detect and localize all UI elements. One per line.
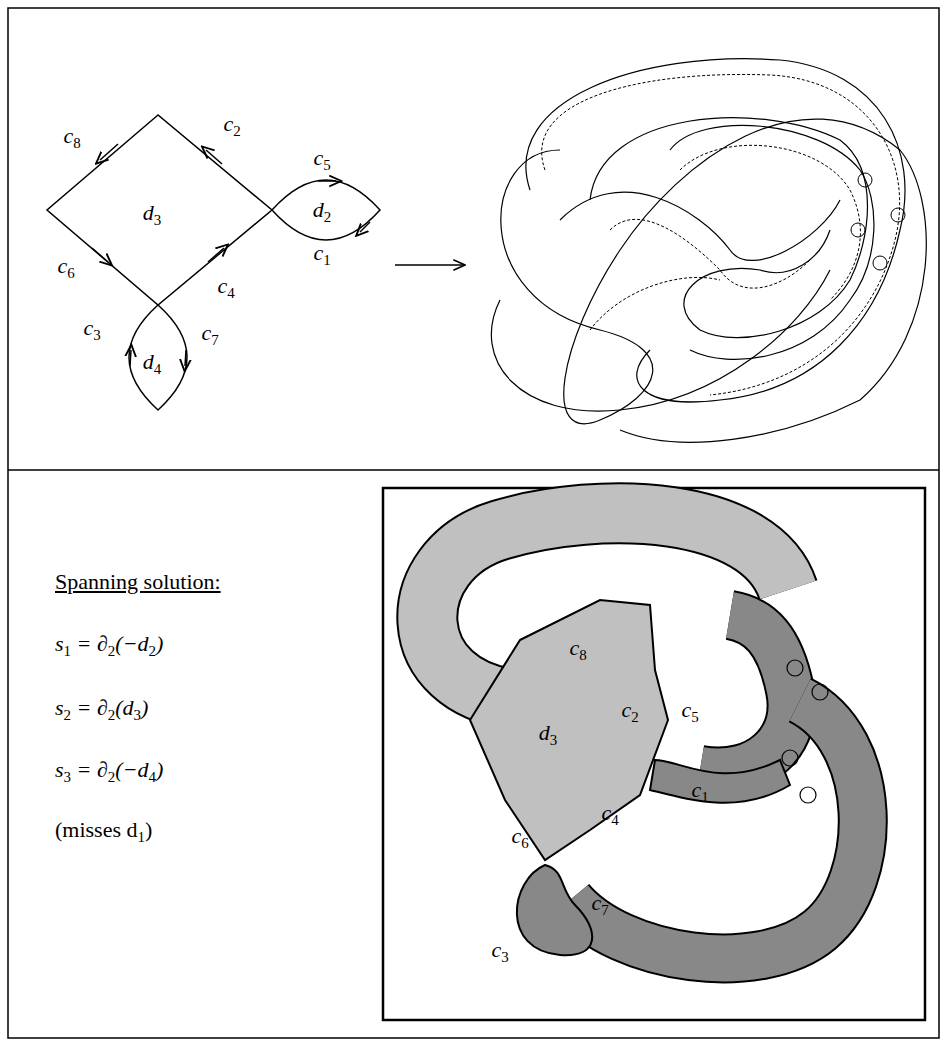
boundary-label: c5 [313,147,330,172]
boundary-label: c8 [63,125,80,150]
boundary-label: c3 [83,317,100,342]
boundary-label: c6 [511,825,528,850]
boundary-label: c3 [491,939,508,964]
boundary-label: d4 [143,351,161,376]
boundary-label: c7 [591,892,608,917]
solution-text: (misses d1) [55,819,152,844]
boundary-label: c1 [691,779,708,804]
boundary-label: d3 [539,722,557,747]
boundary-label: c7 [201,322,218,347]
boundary-label: c4 [601,802,618,827]
boundary-label: c4 [217,275,234,300]
boundary-label: c5 [681,699,698,724]
boundary-label: c1 [313,242,330,267]
solution-text: s1 = ∂2(−d2) [55,633,163,658]
solution-text: s2 = ∂2(d3) [55,697,148,722]
boundary-label: c8 [569,637,586,662]
solution-text: s3 = ∂2(−d4) [55,759,163,784]
boundary-label: c2 [223,113,240,138]
boundary-label: d2 [313,199,331,224]
solution-text: Spanning solution: [55,571,221,593]
boundary-label: c2 [621,699,638,724]
boundary-label: d3 [143,202,161,227]
boundary-label: c6 [57,255,74,280]
